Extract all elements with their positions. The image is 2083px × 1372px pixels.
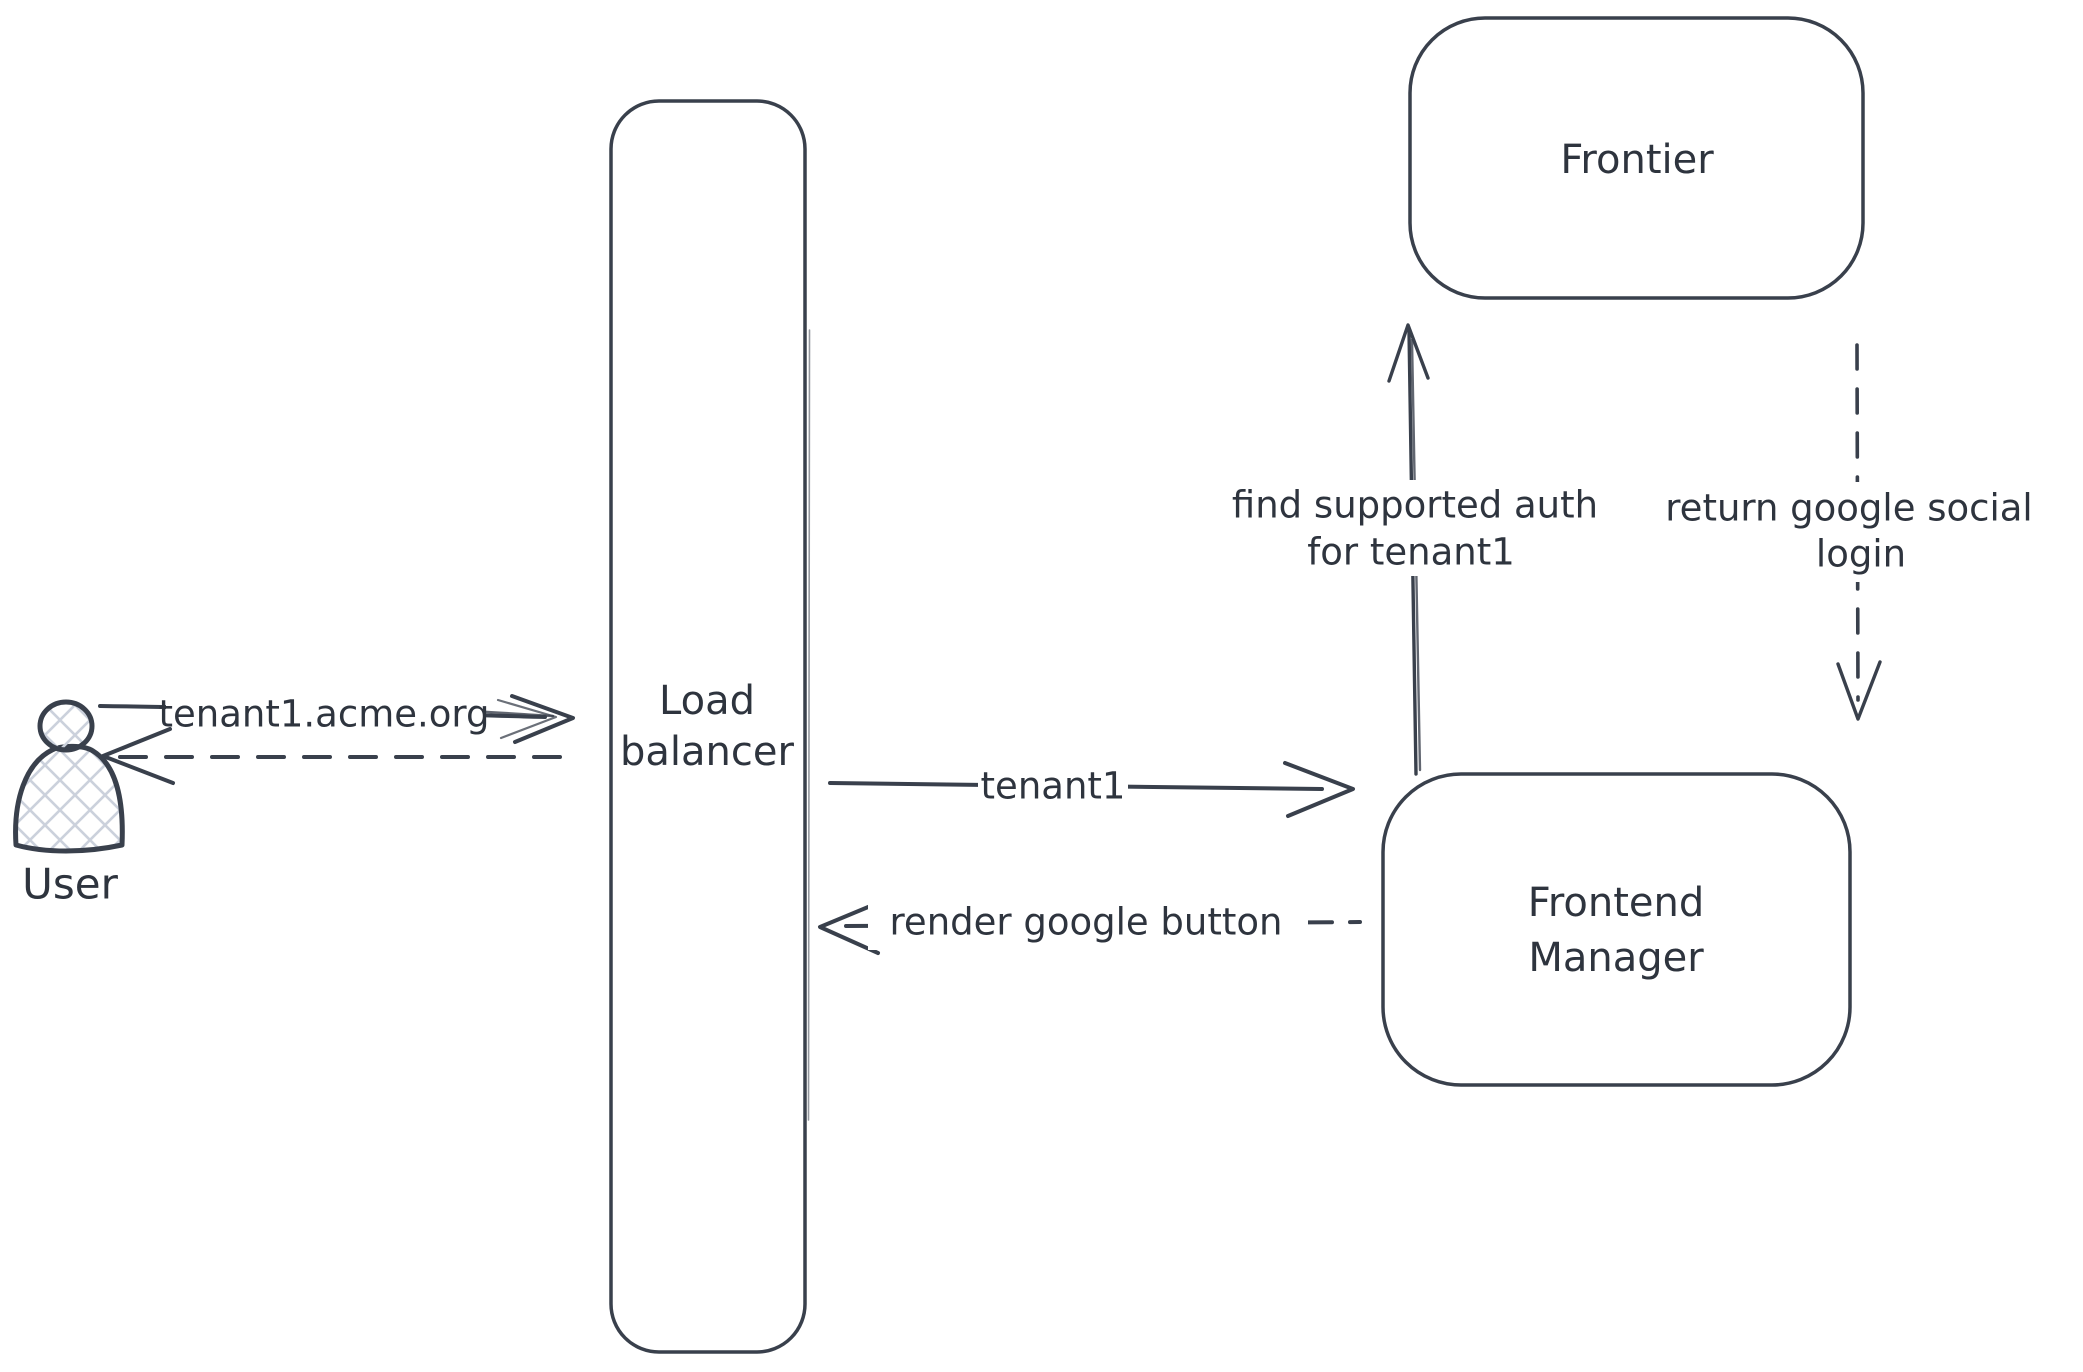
edge-label-line2: for tenant1	[1307, 531, 1515, 574]
load-balancer-label-line1: Load	[659, 678, 755, 724]
arrowhead-up	[1387, 323, 1430, 383]
edge-label-bg	[1645, 482, 2069, 582]
frontier-label: Frontier	[1560, 137, 1714, 183]
user-actor: User	[13, 699, 125, 909]
edge-frontend-manager-to-frontier: find supported auth for tenant1	[1205, 323, 1625, 776]
arrowhead-left	[101, 727, 175, 785]
edge-label: tenant1	[981, 765, 1126, 808]
edge-label-line1: return google social	[1665, 487, 2032, 530]
frontier-box	[1408, 16, 1865, 300]
user-head-icon	[37, 699, 95, 753]
node-frontend-manager: Frontend Manager	[1381, 772, 1852, 1087]
edge-frontend-manager-to-load-balancer: render google button	[818, 896, 1362, 955]
node-load-balancer: Load balancer	[609, 99, 811, 1354]
arrowhead-down	[1836, 660, 1882, 721]
user-body-icon	[13, 743, 125, 854]
arrowhead-left	[818, 898, 887, 955]
edge-label-line1: find supported auth	[1232, 484, 1598, 527]
edge-label-bg	[868, 896, 1308, 950]
edge-label: render google button	[890, 901, 1283, 944]
edge-label: tenant1.acme.org	[159, 693, 490, 736]
load-balancer-box-sketch-line	[807, 329, 811, 1121]
edge-label-bg	[978, 761, 1128, 811]
arrowhead-right-sketch	[496, 698, 558, 740]
edge-load-balancer-to-frontend-manager: tenant1	[828, 761, 1355, 818]
edge-frontier-to-frontend-manager: return google social login	[1645, 343, 2069, 721]
load-balancer-label-line2: balancer	[620, 729, 794, 775]
edge-load-balancer-to-user	[101, 727, 562, 785]
arrowhead-right	[1283, 761, 1355, 818]
edge-label-bg	[166, 686, 484, 740]
edge-label-line2: login	[1816, 533, 1906, 576]
load-balancer-box	[609, 99, 807, 1354]
frontend-manager-box	[1381, 772, 1852, 1087]
frontend-manager-label-line2: Manager	[1528, 935, 1704, 981]
node-frontier: Frontier	[1408, 16, 1865, 300]
frontend-manager-label-line1: Frontend	[1528, 880, 1705, 926]
user-label: User	[22, 860, 118, 909]
arrowhead-right	[510, 694, 575, 744]
edge-user-to-load-balancer: tenant1.acme.org	[98, 686, 575, 744]
edge-label-bg	[1205, 480, 1625, 576]
